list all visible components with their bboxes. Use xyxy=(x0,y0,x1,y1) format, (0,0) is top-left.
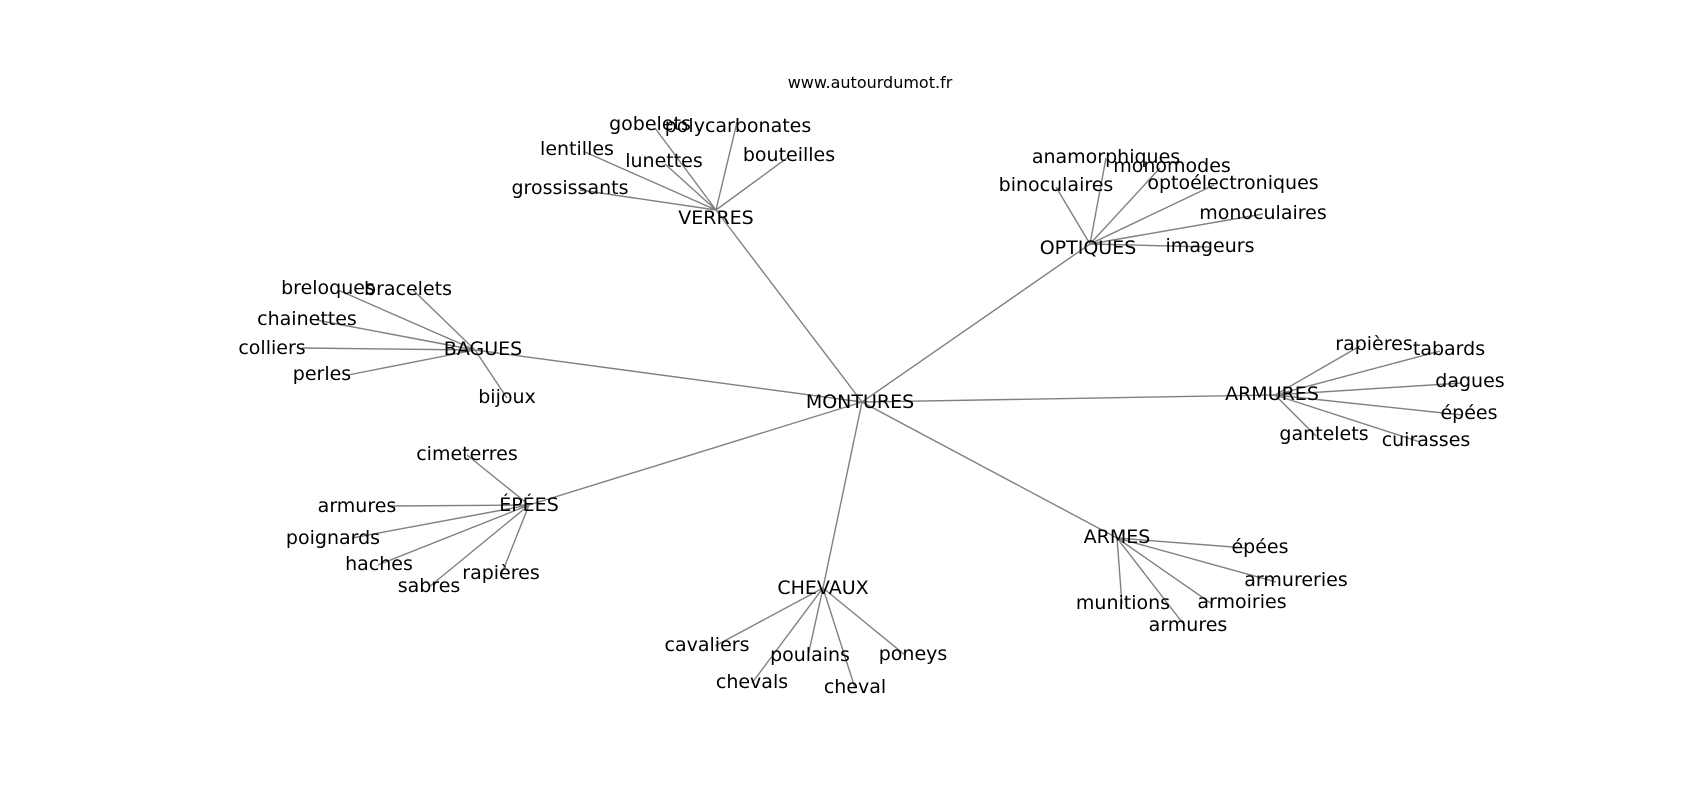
node-bagues: BAGUES xyxy=(444,338,522,360)
edge-optiques-monomodes xyxy=(1089,167,1161,245)
leaf-epees-cimeterres: cimeterres xyxy=(416,443,518,465)
edge-epees-armures xyxy=(389,504,530,507)
edge-epees-cimeterres xyxy=(466,454,530,506)
leaf-epees-armures: armures xyxy=(318,495,397,517)
edge-armures-gantelets xyxy=(1274,394,1317,437)
edge-bagues-perles xyxy=(347,349,476,376)
node-armures: ARMURES xyxy=(1225,383,1319,405)
edge-montures-optiques xyxy=(861,243,1091,403)
edge-montures-verres xyxy=(715,209,863,403)
leaf-armes-armures: armures xyxy=(1149,614,1228,636)
leaf-armures-epees: épées xyxy=(1440,402,1497,424)
edge-verres-grossissants xyxy=(579,189,717,211)
edge-armures-tabards xyxy=(1274,350,1441,396)
leaf-epees-poignards: poignards xyxy=(286,527,380,549)
leaf-chevaux-cavaliers: cavaliers xyxy=(665,634,750,656)
leaf-optiques-binoculaires: binoculaires xyxy=(999,174,1114,196)
edge-armes-epees xyxy=(1116,537,1247,549)
edges-layer xyxy=(301,117,1463,689)
edge-chevaux-cheval xyxy=(822,587,856,689)
edge-armes-armoiries xyxy=(1116,537,1213,605)
edge-bagues-colliers xyxy=(301,347,476,351)
edge-verres-lunettes xyxy=(664,163,717,211)
leaf-bagues-bijoux: bijoux xyxy=(478,386,536,408)
edge-montures-chevaux xyxy=(822,401,863,589)
leaf-armes-armureries: armureries xyxy=(1244,569,1347,591)
edge-armures-rapieres xyxy=(1274,345,1361,396)
site-watermark: www.autourdumot.fr xyxy=(788,73,953,92)
edge-montures-epees xyxy=(528,401,863,506)
edge-epees-poignards xyxy=(351,504,530,539)
edge-epees-haches xyxy=(377,504,530,566)
edge-optiques-optoelectroniques xyxy=(1089,184,1215,245)
edge-montures-bagues xyxy=(474,349,863,403)
edge-armes-armures xyxy=(1116,537,1186,627)
leaf-verres-gobelets: gobelets xyxy=(609,113,691,135)
edge-verres-lentilles xyxy=(584,151,717,211)
edge-armes-munitions xyxy=(1116,537,1123,605)
leaf-armes-munitions: munitions xyxy=(1076,592,1170,614)
edge-chevaux-poneys xyxy=(822,587,906,656)
leaf-bagues-perles: perles xyxy=(293,363,351,385)
node-armes: ARMES xyxy=(1084,526,1151,548)
edge-optiques-imageurs xyxy=(1089,243,1211,248)
leaf-epees-rapieres: rapières xyxy=(462,562,539,584)
edge-montures-armures xyxy=(861,394,1276,403)
edge-verres-gobelets xyxy=(654,127,717,211)
leaf-verres-lentilles: lentilles xyxy=(540,138,614,160)
node-montures: MONTURES xyxy=(806,391,914,413)
edge-chevaux-poulains xyxy=(807,587,824,657)
leaf-bagues-breloques: breloques xyxy=(281,277,375,299)
leaf-armes-armoiries: armoiries xyxy=(1197,591,1286,613)
leaf-verres-lunettes: lunettes xyxy=(625,150,703,172)
edge-optiques-anamorphiques xyxy=(1089,157,1107,245)
node-verres: VERRES xyxy=(678,207,753,229)
leaf-chevaux-chevals: chevals xyxy=(716,671,788,693)
edge-bagues-bijoux xyxy=(474,349,508,399)
edge-epees-rapieres xyxy=(501,504,530,574)
leaf-verres-grossissants: grossissants xyxy=(512,177,629,199)
leaf-armes-epees: épées xyxy=(1231,536,1288,558)
leaf-epees-sabres: sabres xyxy=(398,575,461,597)
edge-montures-armes xyxy=(861,401,1118,539)
edge-armes-armureries xyxy=(1116,537,1277,583)
leaf-bagues-colliers: colliers xyxy=(238,337,305,359)
edge-armures-epees xyxy=(1274,394,1463,416)
edge-verres-polycarbonates xyxy=(715,117,739,211)
edge-verres-bouteilles xyxy=(715,157,788,211)
edge-chevaux-cavaliers xyxy=(714,587,824,647)
leaf-bagues-bracelets: bracelets xyxy=(364,278,452,300)
leaf-armures-gantelets: gantelets xyxy=(1279,423,1368,445)
edge-bagues-chainettes xyxy=(315,319,476,351)
edge-armures-cuirasses xyxy=(1274,394,1421,443)
node-optiques: OPTIQUES xyxy=(1040,237,1137,259)
edge-bagues-bracelets xyxy=(412,289,476,351)
edge-chevaux-chevals xyxy=(751,587,824,684)
edge-epees-sabres xyxy=(428,504,530,588)
edge-optiques-binoculaires xyxy=(1055,186,1091,245)
edge-optiques-monoculaires xyxy=(1089,213,1264,245)
leaf-armures-cuirasses: cuirasses xyxy=(1382,429,1471,451)
leaf-bagues-chainettes: chainettes xyxy=(257,308,357,330)
leaf-chevaux-cheval: cheval xyxy=(824,676,886,698)
leaf-optiques-monoculaires: monoculaires xyxy=(1199,202,1326,224)
leaf-verres-polycarbonates: polycarbonates xyxy=(665,115,812,137)
leaf-armures-tabards: tabards xyxy=(1413,338,1485,360)
leaf-optiques-monomodes: monomodes xyxy=(1113,155,1231,177)
leaf-armures-rapieres: rapières xyxy=(1335,333,1412,355)
leaf-verres-bouteilles: bouteilles xyxy=(743,144,835,166)
leaf-chevaux-poulains: poulains xyxy=(770,644,850,666)
leaf-chevaux-poneys: poneys xyxy=(879,643,948,665)
leaf-epees-haches: haches xyxy=(345,553,413,575)
leaf-optiques-optoelectroniques: optoélectroniques xyxy=(1147,172,1318,194)
node-chevaux: CHEVAUX xyxy=(777,577,868,599)
edge-armures-dagues xyxy=(1274,382,1463,396)
leaf-armures-dagues: dagues xyxy=(1435,370,1504,392)
leaf-optiques-anamorphiques: anamorphiques xyxy=(1032,146,1180,168)
edge-bagues-breloques xyxy=(337,289,476,351)
leaf-optiques-imageurs: imageurs xyxy=(1166,235,1255,257)
node-epees: ÉPÉES xyxy=(499,493,559,516)
